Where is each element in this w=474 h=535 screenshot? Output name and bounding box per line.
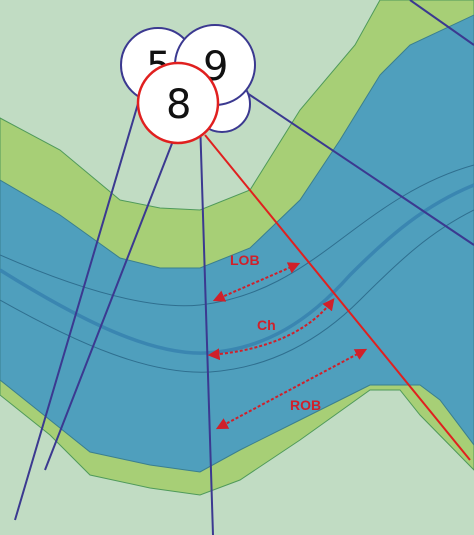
ch-arrow xyxy=(207,298,335,361)
node-8-circle xyxy=(136,61,220,145)
cross-section-line-4 xyxy=(234,84,474,246)
lob-arrow xyxy=(212,262,301,302)
cross-section-line-highlighted xyxy=(204,134,471,461)
node-8[interactable]: 8 xyxy=(136,61,220,145)
cross-section-line-5 xyxy=(409,0,474,46)
cross-section-line-3 xyxy=(199,119,214,535)
rob-arrow xyxy=(215,348,368,430)
node-8-label: 8 xyxy=(166,82,191,128)
cross-section-line-2 xyxy=(44,109,186,471)
cross-section-line-1 xyxy=(14,79,146,521)
lob-label: LOB xyxy=(230,252,260,268)
rob-label: ROB xyxy=(290,397,321,413)
ch-label: Ch xyxy=(257,317,276,333)
